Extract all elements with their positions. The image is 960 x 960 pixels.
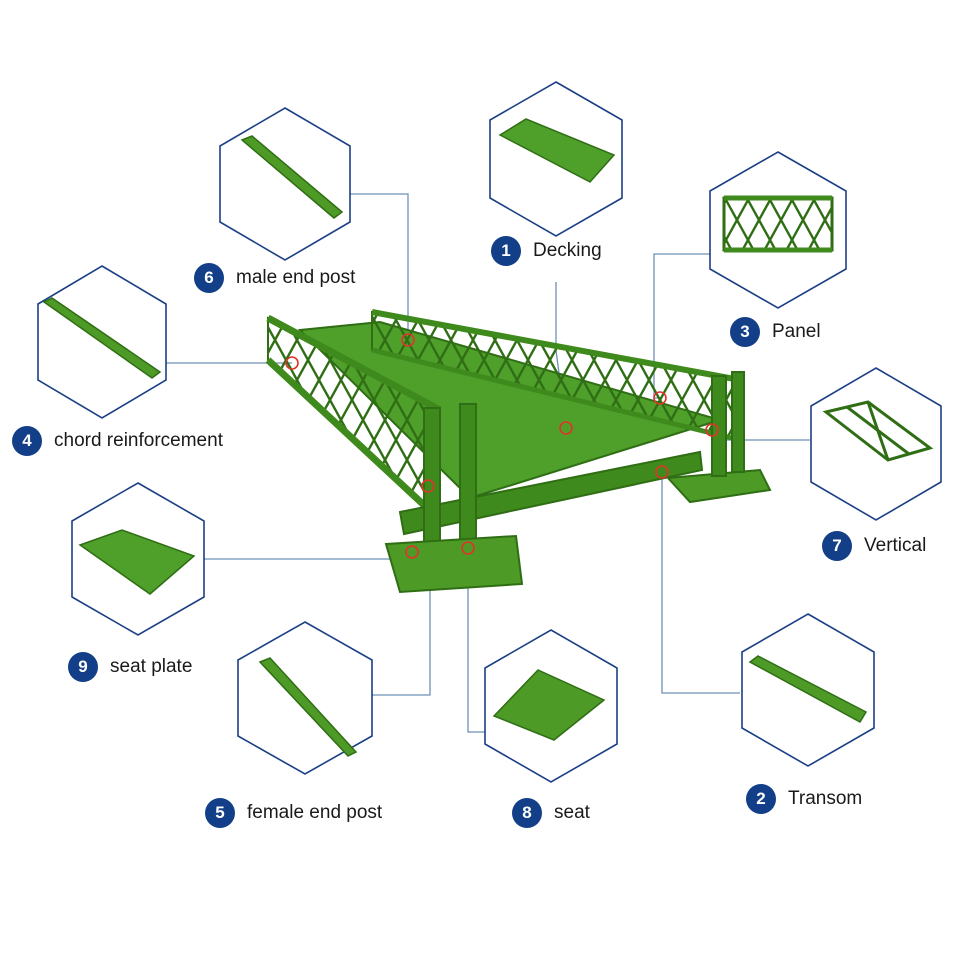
label-female-end-post: 5 female end post bbox=[205, 798, 382, 828]
label-panel: 3 Panel bbox=[730, 317, 821, 347]
female-end-post-part-icon bbox=[258, 657, 358, 757]
panel-part-icon bbox=[722, 195, 834, 253]
component-name: male end post bbox=[236, 267, 356, 288]
number-badge: 2 bbox=[746, 784, 776, 814]
hexagon-male-end-post bbox=[219, 107, 351, 261]
component-name: female end post bbox=[247, 802, 383, 823]
number-badge: 1 bbox=[491, 236, 521, 266]
label-transom: 2 Transom bbox=[746, 784, 862, 814]
seat-plate-part-icon bbox=[78, 529, 196, 595]
hexagon-panel bbox=[709, 151, 847, 309]
seat-part-icon bbox=[492, 669, 606, 741]
hexagon-vertical bbox=[810, 367, 942, 521]
hexagon-decking bbox=[489, 81, 623, 237]
leader-line-seat-plate bbox=[204, 552, 413, 560]
leader-line-seat bbox=[467, 548, 486, 733]
number-badge: 6 bbox=[194, 263, 224, 293]
hexagon-seat bbox=[484, 629, 618, 783]
leader-line-female-end-post bbox=[372, 548, 431, 696]
component-name: chord reinforcement bbox=[54, 430, 223, 451]
decking-part-icon bbox=[498, 118, 616, 183]
hexagon-seat-plate bbox=[71, 482, 205, 636]
component-name: Transom bbox=[788, 788, 863, 809]
leader-line-male-end-post bbox=[348, 193, 409, 340]
number-badge: 3 bbox=[730, 317, 760, 347]
label-vertical: 7 Vertical bbox=[822, 531, 926, 561]
component-name: Panel bbox=[772, 321, 821, 342]
chord-reinforcement-part-icon bbox=[42, 297, 162, 379]
label-seat: 8 seat bbox=[512, 798, 590, 828]
label-seat-plate: 9 seat plate bbox=[68, 652, 192, 682]
label-decking: 1 Decking bbox=[491, 236, 602, 266]
transom-part-icon bbox=[748, 655, 868, 724]
hexagon-chord-reinforcement bbox=[37, 265, 167, 419]
component-name: Decking bbox=[533, 240, 602, 261]
number-badge: 5 bbox=[205, 798, 235, 828]
number-badge: 4 bbox=[12, 426, 42, 456]
leader-line-transom bbox=[661, 472, 740, 694]
number-badge: 7 bbox=[822, 531, 852, 561]
component-name: Vertical bbox=[864, 535, 927, 556]
hexagon-female-end-post bbox=[237, 621, 373, 775]
male-end-post-part-icon bbox=[240, 135, 344, 219]
label-male-end-post: 6 male end post bbox=[194, 263, 355, 293]
number-badge: 9 bbox=[68, 652, 98, 682]
hexagon-transom bbox=[741, 613, 875, 767]
component-name: seat plate bbox=[110, 656, 193, 677]
vertical-part-icon bbox=[822, 400, 934, 462]
label-chord-reinforcement: 4 chord reinforcement bbox=[12, 426, 223, 456]
bridge-illustration bbox=[265, 309, 772, 594]
component-name: seat bbox=[554, 802, 590, 823]
number-badge: 8 bbox=[512, 798, 542, 828]
